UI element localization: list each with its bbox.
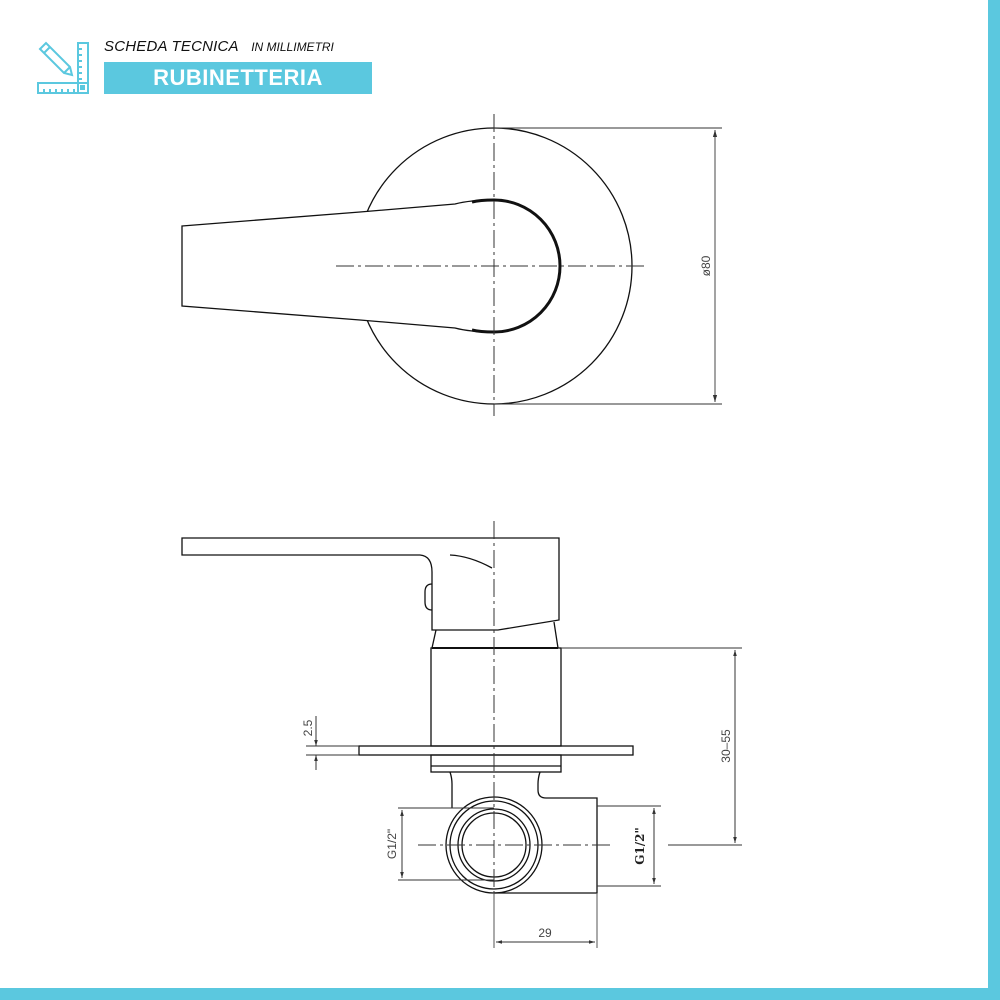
dimension-label-inlet: G1/2"	[385, 829, 399, 859]
header: SCHEDA TECNICA IN MILLIMETRI RUBINETTERI…	[36, 36, 376, 98]
dimension-plate-thickness: 2.5	[301, 716, 359, 770]
frame-border-right	[988, 0, 1000, 1000]
dimension-outlet-thread: G1/2"	[597, 805, 661, 887]
dimension-wall-depth: 30–55	[561, 647, 742, 846]
pencil-ruler-icon	[37, 41, 89, 94]
collar	[431, 621, 559, 649]
handle-knob-arc	[471, 198, 562, 334]
connection-body	[449, 771, 598, 894]
handle-nub	[424, 583, 433, 611]
dimension-inlet-thread: G1/2"	[385, 807, 494, 881]
lever-bar-side	[181, 537, 560, 631]
dimension-label-thickness: 2.5	[301, 719, 315, 736]
dimension-label-depth: 30–55	[719, 729, 733, 763]
dimension-plate-diameter: ø80	[494, 127, 722, 405]
dimension-outlet-offset: 29	[493, 893, 598, 948]
dimension-label-outlet: G1/2"	[633, 827, 647, 865]
subtitle: SCHEDA TECNICA	[104, 38, 239, 55]
side-view-centerlines	[418, 521, 612, 904]
top-view-centerlines	[336, 114, 645, 416]
dimension-label-offset: 29	[538, 926, 552, 940]
wall-plate-side	[358, 745, 634, 756]
dimension-label-diameter: ø80	[699, 255, 713, 276]
cylinder-body	[430, 647, 562, 747]
lower-ring	[430, 754, 562, 773]
category-banner: RUBINETTERIA	[104, 62, 372, 94]
subtitle-row: SCHEDA TECNICA IN MILLIMETRI	[104, 38, 334, 56]
unit-note: IN MILLIMETRI	[251, 40, 334, 54]
side-view	[181, 537, 634, 894]
frame-border-bottom	[0, 988, 1000, 1000]
